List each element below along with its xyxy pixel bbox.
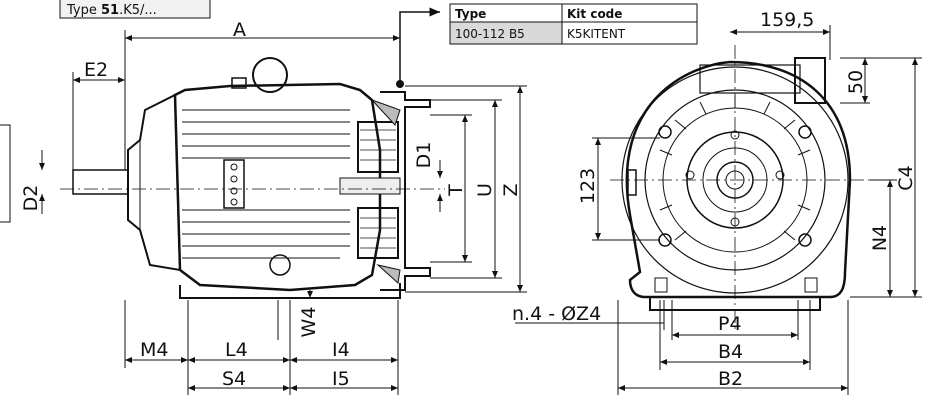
table-cell-type: 100-112 B5 (455, 27, 525, 41)
dim-S4: S4 (222, 368, 246, 390)
dim-T: T (445, 184, 467, 197)
front-dimension-lines (515, 25, 922, 395)
side-dimension-lines (39, 30, 527, 395)
dim-D2: D2 (20, 185, 42, 212)
table-header-kit-code: Kit code (567, 7, 622, 21)
dim-D1: D1 (413, 142, 435, 169)
dim-123: 123 (577, 168, 599, 204)
svg-text:Type 51.K5/...: Type 51.K5/... (66, 3, 157, 18)
table-cell-kit-code: K5KITENT (567, 27, 626, 41)
side-view (72, 57, 431, 299)
dim-W4: W4 (298, 307, 320, 338)
dim-E2: E2 (84, 59, 108, 81)
dim-A: A (233, 19, 246, 41)
dim-U: U (474, 183, 496, 197)
dim-C4: C4 (895, 165, 917, 190)
table-header-type: Type (455, 7, 486, 21)
dim-N4: N4 (869, 225, 891, 251)
bracket-fragment (0, 124, 11, 223)
dim-I4: I4 (332, 339, 350, 361)
dim-B2: B2 (718, 368, 743, 390)
caption-box: Type 51.K5/... (59, 0, 211, 19)
dim-L4: L4 (225, 339, 248, 361)
dim-M4: M4 (140, 339, 168, 361)
dim-holes: n.4 - ØZ4 (512, 303, 601, 325)
dim-P4: P4 (718, 313, 742, 335)
dim-159-5: 159,5 (760, 9, 814, 31)
kit-table: Type Kit code 100-112 B5 K5KITENT (449, 3, 698, 45)
front-view (621, 57, 852, 311)
dim-50: 50 (845, 70, 867, 94)
table-pointer (399, 7, 440, 82)
dim-B4: B4 (718, 341, 743, 363)
dim-Z: Z (500, 183, 522, 196)
dim-I5: I5 (332, 368, 350, 390)
